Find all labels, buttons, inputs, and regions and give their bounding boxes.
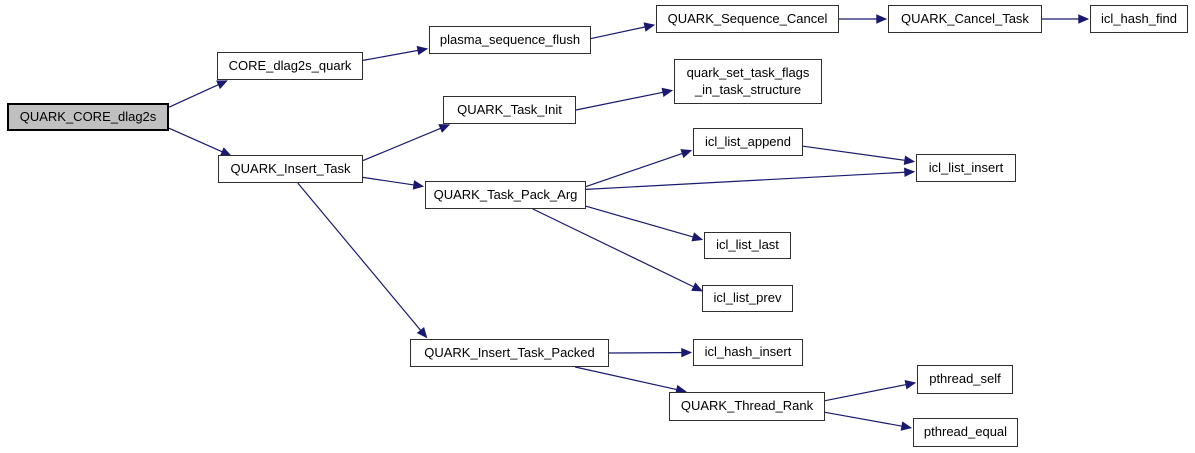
edge-plasma_sequence_flush--QUARK_Sequence_Cancel	[590, 22, 656, 40]
edge-QUARK_Task_Pack_Arg--icl_list_last	[585, 205, 704, 242]
node-QUARK_Insert_Task_Packed[interactable]: QUARK_Insert_Task_Packed	[410, 339, 609, 367]
node-quark_set_task_flags_in_task_structure[interactable]: quark_set_task_flags _in_task_structure	[674, 59, 822, 104]
edge-QUARK_Insert_Task--QUARK_Insert_Task_Packed	[297, 182, 428, 339]
node-QUARK_Insert_Task[interactable]: QUARK_Insert_Task	[218, 155, 363, 183]
node-icl_list_prev[interactable]: icl_list_prev	[702, 285, 793, 312]
edge-QUARK_Insert_Task_Packed--QUARK_Thread_Rank	[575, 366, 687, 395]
edge-QUARK_Task_Init--quark_set_task_flags_in_task_structure	[575, 87, 674, 111]
edge-CORE_dlag2s_quark--plasma_sequence_flush	[362, 45, 429, 61]
node-QUARK_Task_Pack_Arg[interactable]: QUARK_Task_Pack_Arg	[425, 181, 586, 209]
node-pthread_self[interactable]: pthread_self	[917, 365, 1013, 394]
edge-QUARK_Thread_Rank--pthread_equal	[824, 411, 913, 431]
edge-QUARK_Thread_Rank--pthread_self	[824, 380, 917, 402]
node-icl_list_last[interactable]: icl_list_last	[704, 232, 791, 259]
edge-icl_list_append--icl_list_insert	[802, 145, 916, 165]
node-icl_list_insert[interactable]: icl_list_insert	[916, 154, 1016, 182]
node-QUARK_Thread_Rank[interactable]: QUARK_Thread_Rank	[669, 392, 825, 421]
node-icl_list_append[interactable]: icl_list_append	[693, 128, 803, 156]
node-plasma_sequence_flush[interactable]: plasma_sequence_flush	[429, 26, 591, 54]
edge-QUARK_CORE_dlag2s--QUARK_Insert_Task	[168, 127, 232, 157]
node-icl_hash_insert[interactable]: icl_hash_insert	[693, 339, 803, 366]
edge-QUARK_Task_Pack_Arg--icl_list_prev	[532, 208, 703, 292]
node-QUARK_Sequence_Cancel[interactable]: QUARK_Sequence_Cancel	[656, 5, 839, 33]
node-QUARK_Task_Init[interactable]: QUARK_Task_Init	[443, 96, 576, 124]
edge-QUARK_Insert_Task--QUARK_Task_Init	[362, 124, 451, 162]
node-QUARK_Cancel_Task[interactable]: QUARK_Cancel_Task	[888, 5, 1042, 33]
edge-QUARK_Task_Pack_Arg--icl_list_append	[585, 149, 693, 188]
edge-QUARK_CORE_dlag2s--CORE_dlag2s_quark	[168, 80, 228, 108]
node-QUARK_CORE_dlag2s[interactable]: QUARK_CORE_dlag2s	[7, 103, 169, 131]
edge-QUARK_Task_Pack_Arg--icl_list_insert	[585, 167, 916, 190]
node-pthread_equal[interactable]: pthread_equal	[913, 418, 1018, 447]
edge-QUARK_Insert_Task--QUARK_Task_Pack_Arg	[362, 176, 425, 190]
node-icl_hash_find[interactable]: icl_hash_find	[1090, 5, 1188, 33]
node-CORE_dlag2s_quark[interactable]: CORE_dlag2s_quark	[217, 52, 363, 80]
